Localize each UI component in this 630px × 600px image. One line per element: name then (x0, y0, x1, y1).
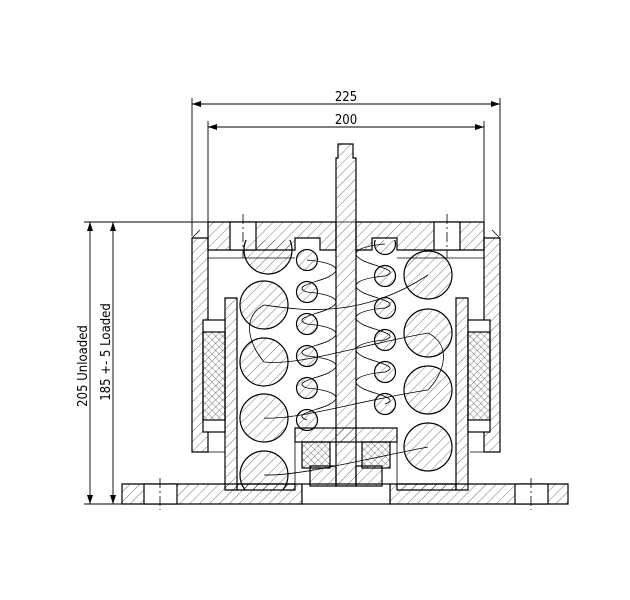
unloaded-height-label: 205 Unloaded (76, 325, 91, 407)
central-stud (335, 143, 357, 487)
side-damping-pads (202, 319, 491, 433)
inner-width-label: 200 (335, 113, 357, 128)
lower-spring-seat (294, 427, 398, 490)
dimension-loaded-height (110, 222, 116, 504)
dimension-inner-width (207, 121, 485, 222)
dimension-unloaded-height (84, 221, 208, 505)
inner-cup (224, 297, 469, 491)
top-cover-plate (207, 214, 485, 259)
dimension-overall-width (191, 98, 501, 236)
overall-width-label: 225 (335, 90, 357, 105)
springs (239, 240, 453, 490)
loaded-height-label: 185 +- 5 Loaded (99, 303, 114, 401)
